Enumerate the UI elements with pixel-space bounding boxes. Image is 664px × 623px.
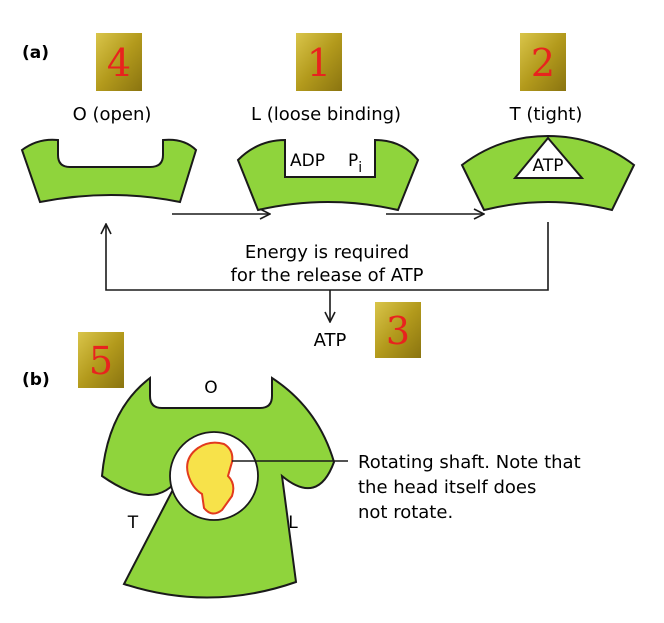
badge-release: 3 bbox=[375, 302, 421, 358]
arrow-tight-to-open bbox=[106, 222, 549, 291]
subunit-open bbox=[20, 138, 198, 204]
shaft-note-line2: the head itself does bbox=[358, 477, 536, 498]
badge-rotor: 5 bbox=[78, 332, 124, 388]
energy-text-line2: for the release of ATP bbox=[231, 265, 424, 286]
state-label-tight: T (tight) bbox=[509, 104, 583, 125]
panel-b-label: (b) bbox=[22, 370, 50, 390]
rotor-label-l: L bbox=[288, 513, 298, 533]
rotor-label-t: T bbox=[127, 513, 139, 533]
subunit-tight bbox=[460, 134, 636, 212]
subunit-loose bbox=[236, 138, 420, 212]
shaft-note-line1: Rotating shaft. Note that bbox=[358, 452, 581, 473]
badge-open-number: 4 bbox=[107, 41, 131, 85]
loose-site-pi: Pi bbox=[348, 151, 362, 176]
badge-tight: 2 bbox=[520, 33, 566, 91]
badge-release-number: 3 bbox=[386, 309, 410, 353]
tight-site-atp: ATP bbox=[533, 156, 564, 176]
state-label-open: O (open) bbox=[73, 104, 152, 125]
badge-tight-number: 2 bbox=[531, 41, 555, 85]
badge-open: 4 bbox=[96, 33, 142, 91]
badge-loose: 1 bbox=[296, 33, 342, 91]
state-label-loose: L (loose binding) bbox=[251, 104, 401, 125]
panel-a-label: (a) bbox=[22, 43, 49, 63]
released-atp-label: ATP bbox=[314, 330, 347, 351]
rotor-label-o: O bbox=[204, 378, 217, 398]
rotating-shaft bbox=[186, 441, 235, 515]
energy-text-line1: Energy is required bbox=[245, 242, 409, 263]
badge-loose-number: 1 bbox=[307, 41, 331, 85]
shaft-note-line3: not rotate. bbox=[358, 502, 453, 523]
badge-rotor-number: 5 bbox=[89, 339, 113, 383]
loose-site-adp: ADP bbox=[290, 151, 325, 171]
